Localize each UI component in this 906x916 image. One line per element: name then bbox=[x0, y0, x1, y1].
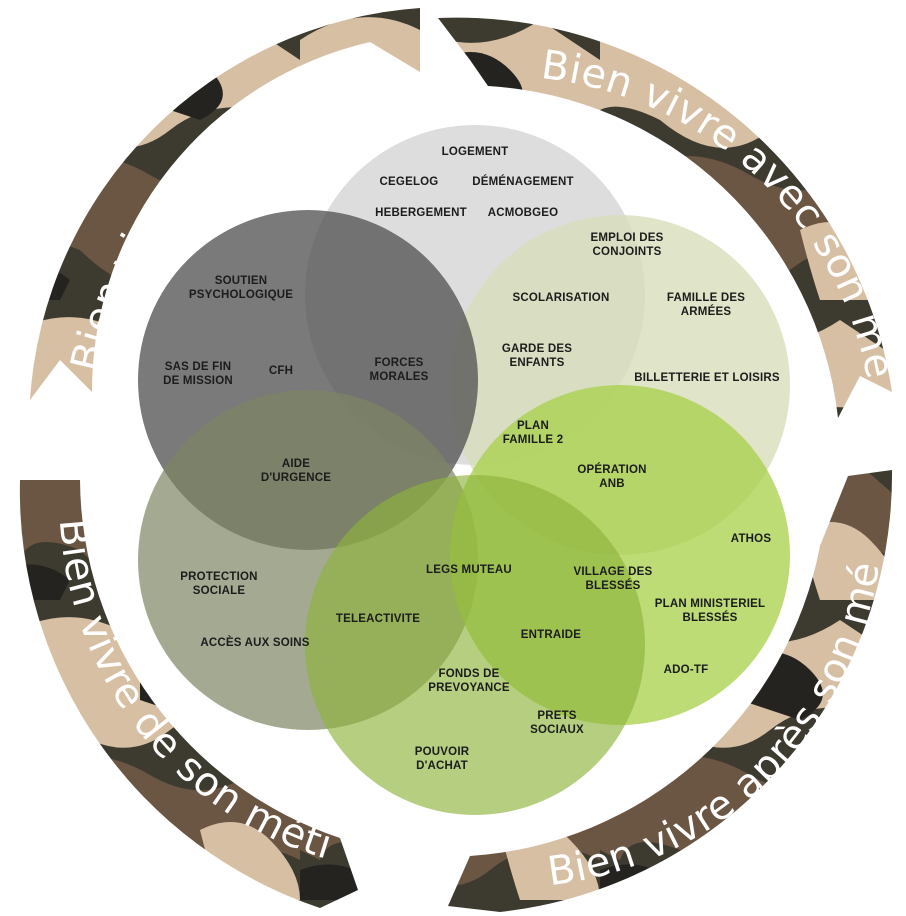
label-logement: LOGEMENT bbox=[442, 146, 509, 158]
label-acces-soins: ACCÈS AUX SOINS bbox=[200, 636, 309, 649]
label-cegelog: CEGELOG bbox=[380, 176, 439, 188]
ring-segment-bottom-left bbox=[19, 480, 358, 908]
label-entraide: ENTRAIDE bbox=[521, 629, 582, 641]
label-hebergement: HEBERGEMENT bbox=[375, 207, 467, 219]
label-ado-tf: ADO-TF bbox=[664, 664, 709, 676]
label-athos: ATHOS bbox=[731, 533, 772, 545]
label-teleactivite: TELEACTIVITE bbox=[336, 613, 420, 625]
ring-segment-top-left bbox=[30, 8, 420, 400]
label-cfh: CFH bbox=[269, 365, 293, 377]
venn-circle-bottom bbox=[305, 475, 645, 815]
label-demenagement: DÉMÉNAGEMENT bbox=[472, 175, 573, 188]
label-legs-muteau: LEGS MUTEAU bbox=[426, 564, 512, 576]
ring-segment-bottom-right bbox=[448, 470, 893, 912]
label-acmobgeo: ACMOBGEO bbox=[488, 207, 559, 219]
label-scolarisation: SCOLARISATION bbox=[513, 292, 610, 304]
label-billetterie-loisirs: BILLETTERIE ET LOISIRS bbox=[634, 372, 780, 384]
ring-segment-top-right bbox=[438, 17, 892, 419]
